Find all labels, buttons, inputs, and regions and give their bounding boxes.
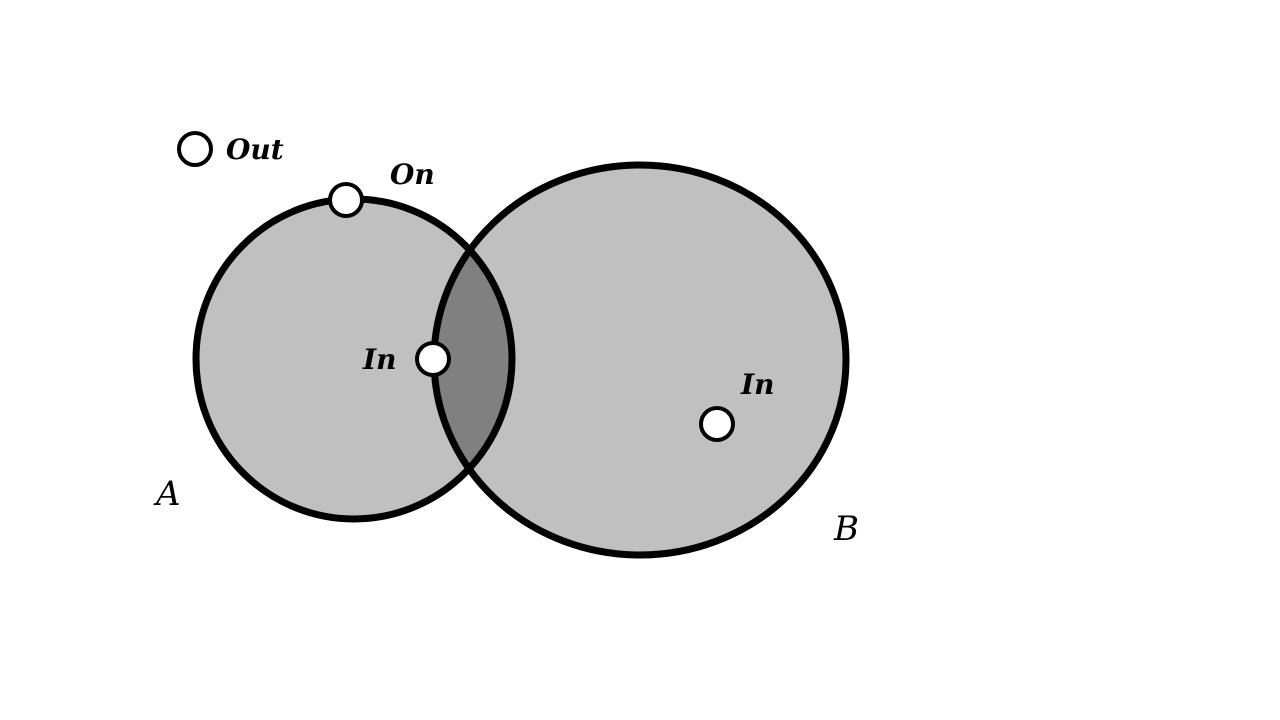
set-b-region — [434, 165, 846, 555]
point-in-b-marker — [699, 406, 735, 442]
point-on-label: On — [390, 158, 435, 191]
point-on-marker — [328, 182, 364, 218]
set-a-region — [196, 199, 512, 519]
point-out-label: Out — [226, 133, 284, 166]
set-a-label: A — [153, 474, 181, 514]
point-in-boundary-label: In — [362, 343, 396, 376]
point-out-marker — [177, 131, 213, 167]
point-in-boundary-marker — [415, 341, 451, 377]
point-in-b-label: In — [740, 368, 774, 401]
set-b-label: B — [833, 509, 859, 549]
